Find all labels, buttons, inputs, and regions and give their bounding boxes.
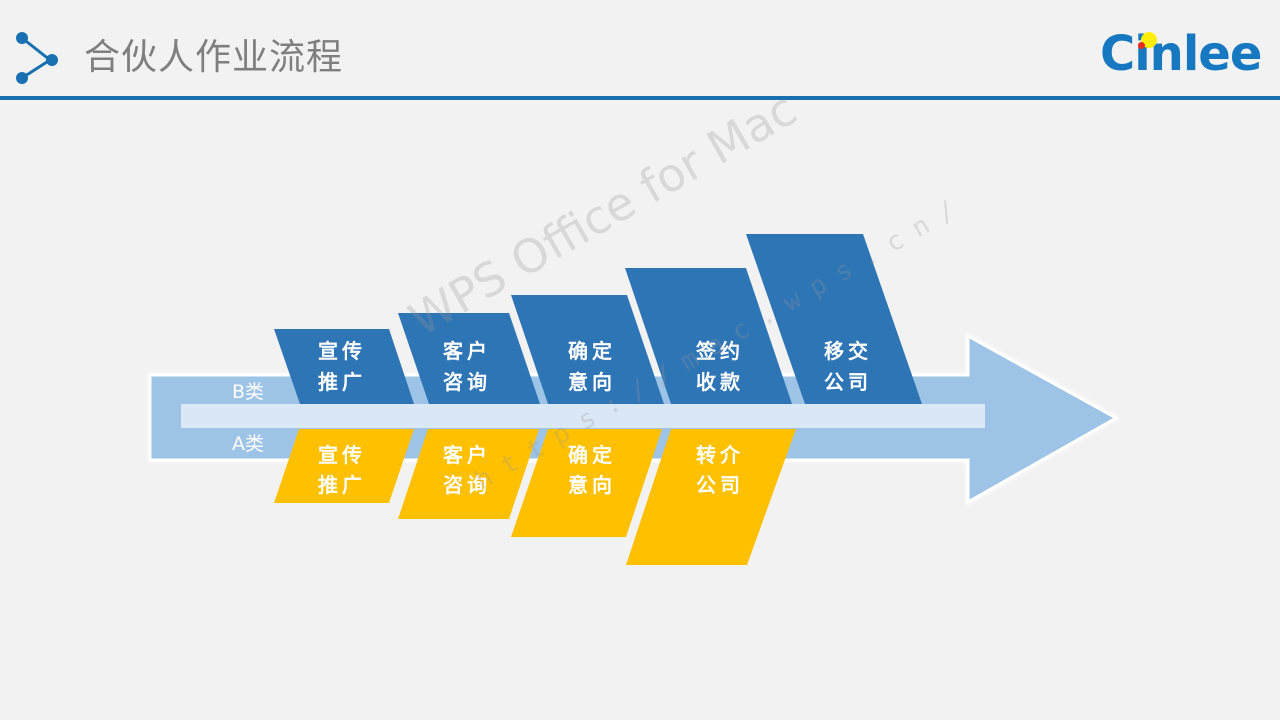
arrow-center-band <box>181 404 985 428</box>
step-b-2: 客户 咨询 <box>398 313 540 404</box>
step-text: 咨询 <box>443 473 491 497</box>
step-text: 客户 <box>442 339 491 363</box>
step-text: 签约 <box>695 339 744 363</box>
brand-logo: Cinlee <box>1100 26 1270 90</box>
step-text: 公司 <box>824 370 872 394</box>
step-text: 宣传 <box>318 443 366 467</box>
step-b-1: 宣传 推广 <box>274 329 414 404</box>
step-a-3: 确定 意向 <box>511 429 662 537</box>
step-text: 推广 <box>318 473 366 497</box>
lane-label-b: B类 <box>232 381 264 403</box>
step-text: 确定 <box>568 339 616 363</box>
step-a-1: 宣传 推广 <box>274 429 414 503</box>
step-text: 意向 <box>568 370 616 394</box>
logo-dot-yellow <box>1141 32 1157 48</box>
step-a-4: 转介 公司 <box>626 429 796 565</box>
lane-label-a: A类 <box>232 433 264 455</box>
step-text: 收款 <box>696 370 744 394</box>
step-text: 客户 <box>442 443 491 467</box>
step-b-5: 移交 公司 <box>746 234 922 404</box>
step-a-2: 客户 咨询 <box>398 429 539 519</box>
logo-text: Cinlee <box>1100 26 1262 82</box>
step-text: 意向 <box>568 473 616 497</box>
step-b-4: 签约 收款 <box>625 268 792 404</box>
page-title: 合伙人作业流程 <box>84 37 344 78</box>
lane-a-steps: 宣传 推广 客户 咨询 确定 意向 转介 公司 <box>274 429 796 565</box>
share-network-icon <box>16 32 58 84</box>
logo-dot-red <box>1138 42 1145 49</box>
lane-b-steps: 宣传 推广 客户 咨询 确定 意向 签约 收款 移交 公司 <box>274 234 922 404</box>
step-b-3: 确定 意向 <box>511 295 664 404</box>
step-text: 推广 <box>318 370 366 394</box>
step-text: 咨询 <box>443 370 491 394</box>
step-text: 转介 <box>696 443 744 467</box>
header-divider <box>0 96 1280 100</box>
step-text: 公司 <box>696 473 744 497</box>
step-text: 移交 <box>824 339 872 363</box>
step-text: 确定 <box>568 443 616 467</box>
step-text: 宣传 <box>318 339 366 363</box>
